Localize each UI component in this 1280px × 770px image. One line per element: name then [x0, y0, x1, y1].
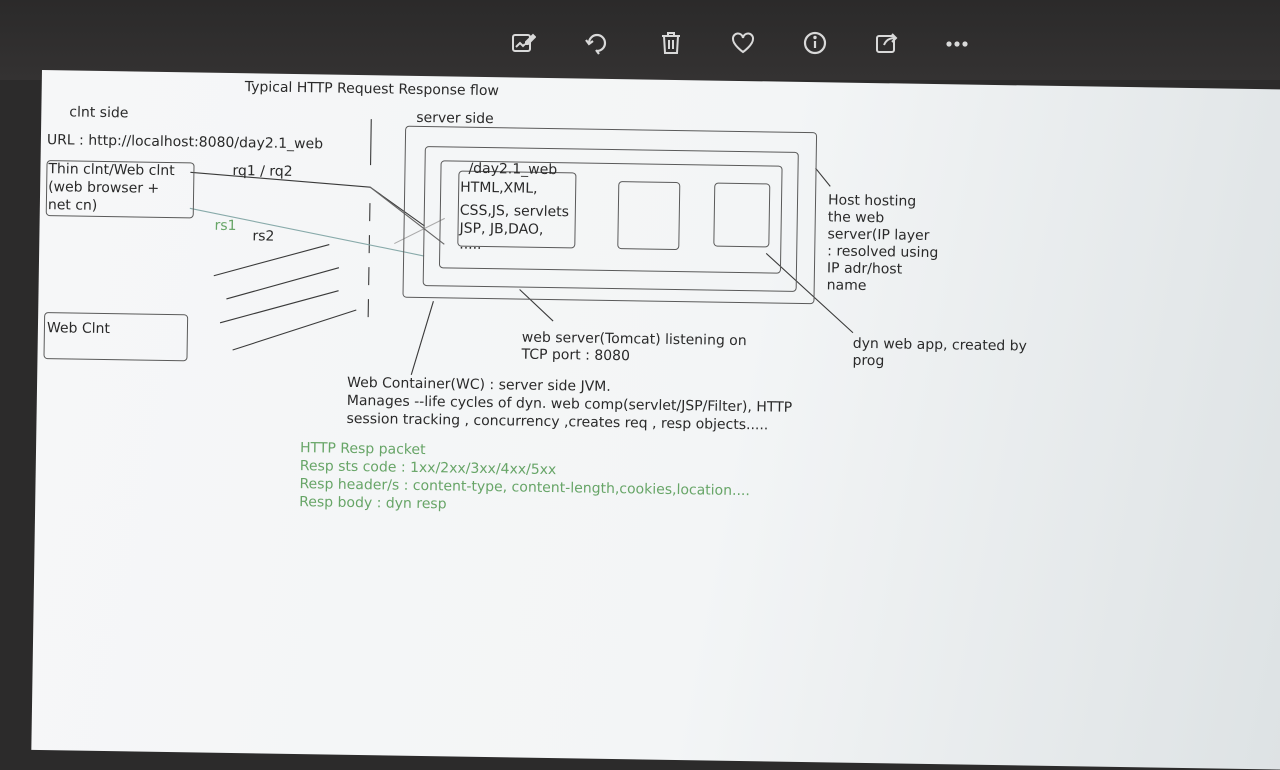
- resp-packet-1: HTTP Resp packet: [299, 440, 426, 459]
- thin-client-line-1: Thin clnt/Web clnt: [48, 161, 175, 180]
- host-note-6: name: [826, 277, 867, 294]
- photographed-diagram: Typical HTTP Request Response flow clnt …: [31, 70, 1280, 770]
- app-contents-1: HTML,XML,: [460, 179, 538, 197]
- share-button[interactable]: [872, 28, 902, 58]
- thin-client-line-2: (web browser +: [48, 179, 160, 197]
- request-label: rq1 / rq2: [232, 163, 293, 180]
- app-contents-2: CSS,JS, servlets: [459, 202, 570, 221]
- web-app-box-2: [617, 181, 681, 251]
- app-path: /day2.1_web: [468, 160, 558, 179]
- host-note-5: IP adr/host: [826, 260, 903, 278]
- edit-image-button[interactable]: [508, 28, 538, 58]
- favorite-button[interactable]: [728, 28, 758, 58]
- web-app-box-3: [713, 182, 771, 248]
- app-contents-4: .....: [459, 236, 482, 253]
- edit-image-icon: [512, 33, 536, 52]
- client-side-label: clnt side: [69, 104, 129, 122]
- host-note-2: the web: [827, 209, 885, 227]
- rotate-button[interactable]: [582, 28, 612, 58]
- more-button[interactable]: [942, 28, 972, 58]
- host-note-1: Host hosting: [827, 192, 917, 210]
- more-dots-icon: [946, 41, 968, 47]
- response-label-2: rs2: [252, 228, 275, 245]
- info-icon: [803, 31, 827, 55]
- rotate-icon: [585, 33, 607, 55]
- heart-icon: [732, 32, 754, 54]
- info-button[interactable]: [800, 28, 830, 58]
- delete-button[interactable]: [656, 28, 686, 58]
- host-note-3: server(IP layer: [827, 226, 930, 244]
- resp-packet-4: Resp body : dyn resp: [299, 494, 447, 513]
- dyn-app-label-2: prog: [852, 352, 885, 370]
- response-label-1: rs1: [214, 217, 237, 235]
- diagram-lines: [189, 119, 854, 375]
- photo-viewer-toolbar: [0, 0, 1280, 80]
- web-server-label-2: TCP port : 8080: [521, 346, 631, 365]
- share-icon: [876, 33, 898, 53]
- trash-icon: [662, 32, 680, 54]
- host-note-4: : resolved using: [827, 243, 939, 262]
- web-client-label: Web Clnt: [46, 320, 111, 338]
- thin-client-line-3: net cn): [47, 197, 98, 214]
